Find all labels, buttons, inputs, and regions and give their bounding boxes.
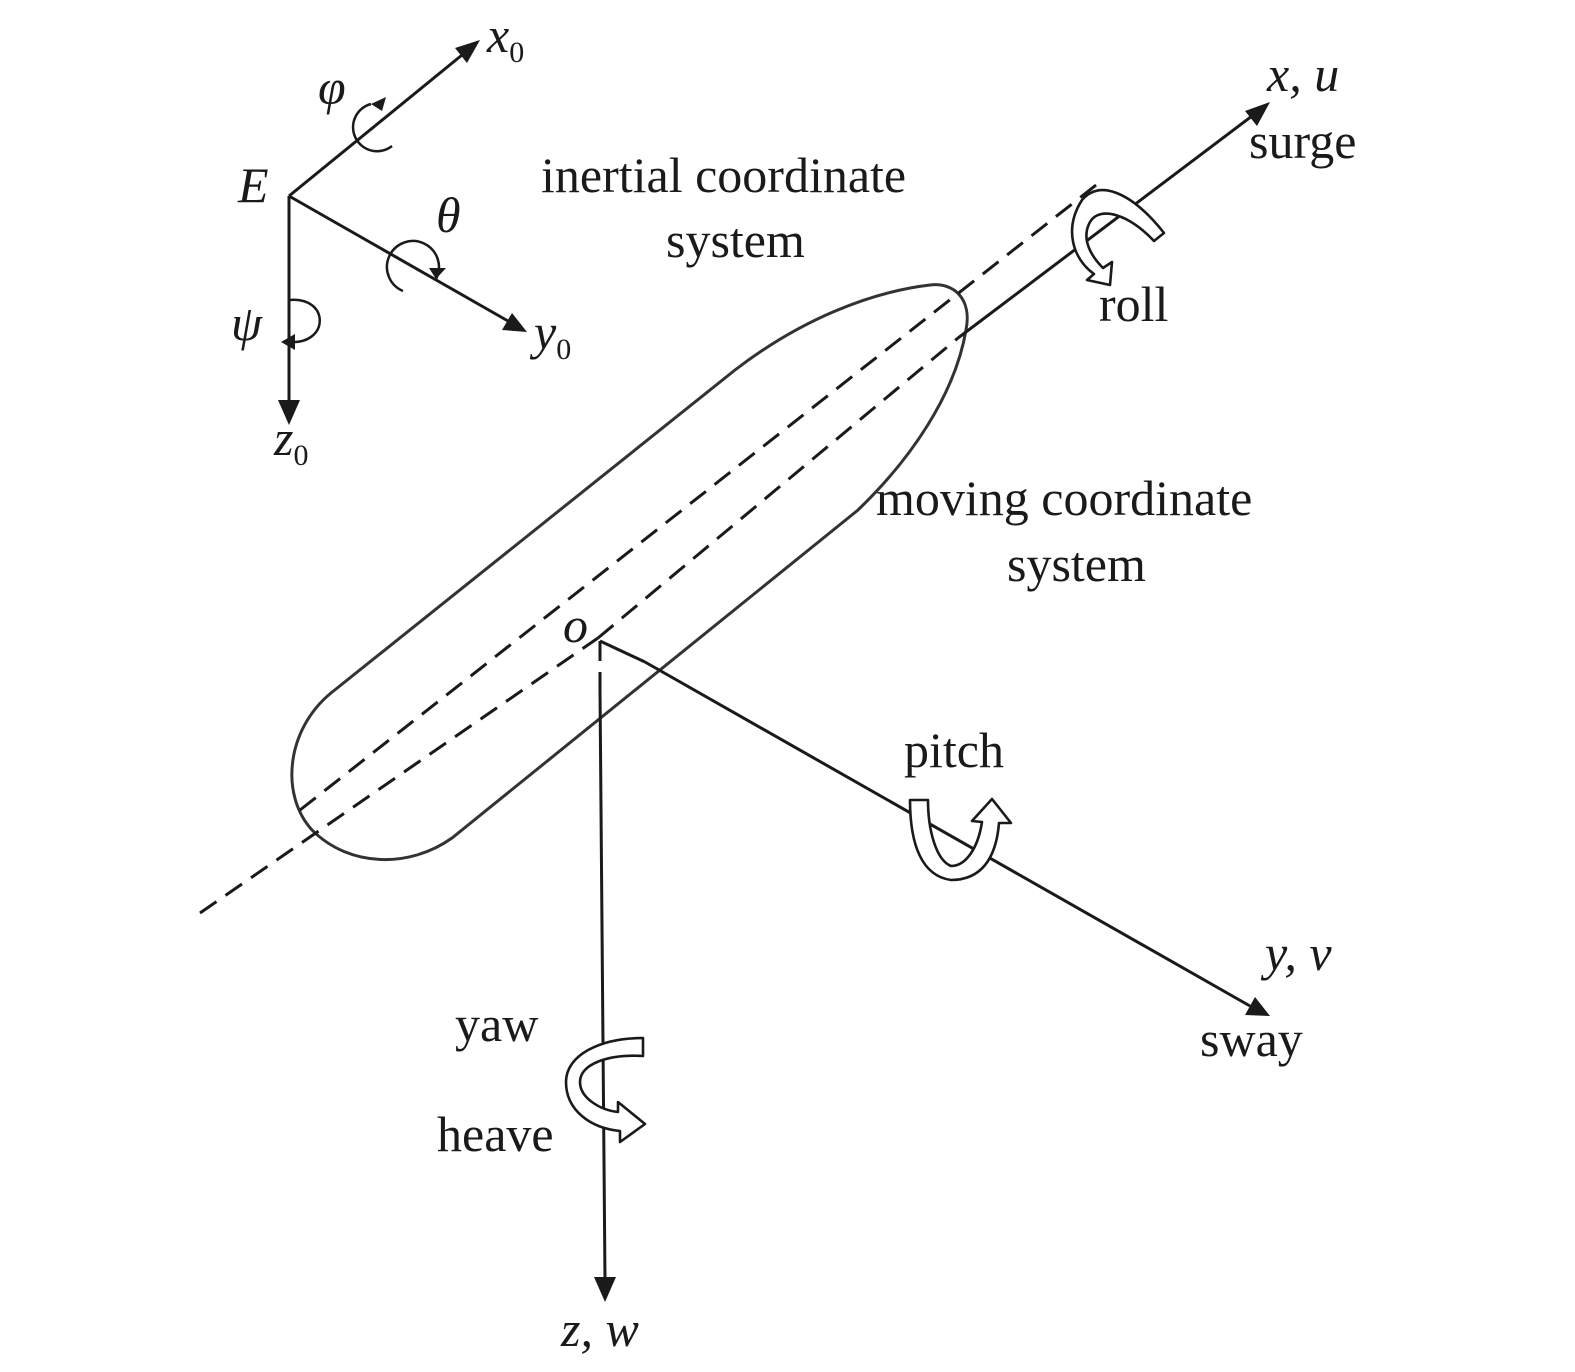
x0-symbol: x bbox=[486, 7, 509, 63]
moving-z-axis-label: z, w bbox=[560, 1301, 639, 1357]
surge-label: surge bbox=[1249, 113, 1356, 169]
inertial-frame: E x0 y0 z0 φ θ ψ inertial coordinate sys… bbox=[231, 7, 906, 472]
vehicle-hull-outline bbox=[290, 283, 969, 862]
y0-axis-label: y0 bbox=[529, 304, 571, 366]
pitch-label: pitch bbox=[904, 722, 1004, 778]
moving-z-arrowhead bbox=[594, 1277, 616, 1302]
phi-label: φ bbox=[318, 59, 346, 115]
moving-caption-line1: moving coordinate bbox=[876, 470, 1252, 526]
roll-arrow-icon bbox=[1070, 188, 1166, 287]
theta-label: θ bbox=[436, 187, 461, 243]
inertial-z0-arrowhead bbox=[278, 400, 300, 425]
inertial-y0-axis bbox=[288, 194, 509, 323]
theta-rotation-arrowhead bbox=[429, 268, 446, 279]
z0-subscript: 0 bbox=[293, 439, 308, 472]
inertial-x0-axis bbox=[288, 53, 463, 198]
moving-x-axis-label: x, u bbox=[1266, 46, 1339, 102]
y0-subscript: 0 bbox=[556, 333, 571, 366]
x0-axis-label: x0 bbox=[486, 7, 524, 69]
moving-frame: o x, u y, v z, w moving coordinate syste… bbox=[560, 46, 1339, 1357]
psi-rotation-arrowhead bbox=[281, 334, 295, 350]
yaw-label: yaw bbox=[455, 996, 538, 1052]
phi-rotation-arrow bbox=[351, 102, 393, 153]
inertial-x0-arrowhead bbox=[455, 40, 480, 63]
sway-label: sway bbox=[1200, 1011, 1303, 1067]
moving-y-arrowhead bbox=[1245, 997, 1270, 1016]
moving-x-axis bbox=[957, 114, 1253, 340]
x0-subscript: 0 bbox=[509, 36, 524, 69]
inertial-caption-line2: system bbox=[666, 212, 805, 268]
moving-caption-line2: system bbox=[1007, 536, 1146, 592]
theta-rotation-arrow bbox=[385, 239, 441, 293]
z0-axis-label: z0 bbox=[273, 410, 308, 472]
heave-label: heave bbox=[437, 1106, 554, 1162]
y0-symbol: y bbox=[529, 304, 557, 360]
inertial-origin-label: E bbox=[237, 157, 269, 213]
yaw-arrow-icon bbox=[564, 1036, 647, 1144]
hull-lower-dashed-line-cont bbox=[597, 336, 959, 640]
phi-rotation-arrowhead bbox=[371, 97, 386, 111]
psi-label: ψ bbox=[231, 295, 263, 351]
moving-x-arrowhead bbox=[1245, 102, 1270, 126]
roll-label: roll bbox=[1099, 276, 1168, 332]
moving-origin-label: o bbox=[563, 597, 588, 653]
moving-y-axis bbox=[644, 660, 1251, 1008]
motion-labels: surge roll pitch sway yaw heave bbox=[437, 113, 1356, 1162]
hull-upper-dashed-line bbox=[299, 180, 1101, 812]
moving-z-axis bbox=[598, 689, 607, 1281]
pitch-arrow-icon bbox=[908, 797, 1013, 882]
z0-symbol: z bbox=[273, 410, 293, 466]
inertial-y0-arrowhead bbox=[502, 313, 527, 332]
moving-y-axis-label: y, v bbox=[1260, 925, 1332, 981]
hull-lower-dashed-line bbox=[199, 636, 599, 915]
moving-y-axis-head-segment bbox=[599, 639, 646, 664]
psi-rotation-arrow bbox=[288, 298, 321, 344]
inertial-caption-line1: inertial coordinate bbox=[541, 147, 906, 203]
